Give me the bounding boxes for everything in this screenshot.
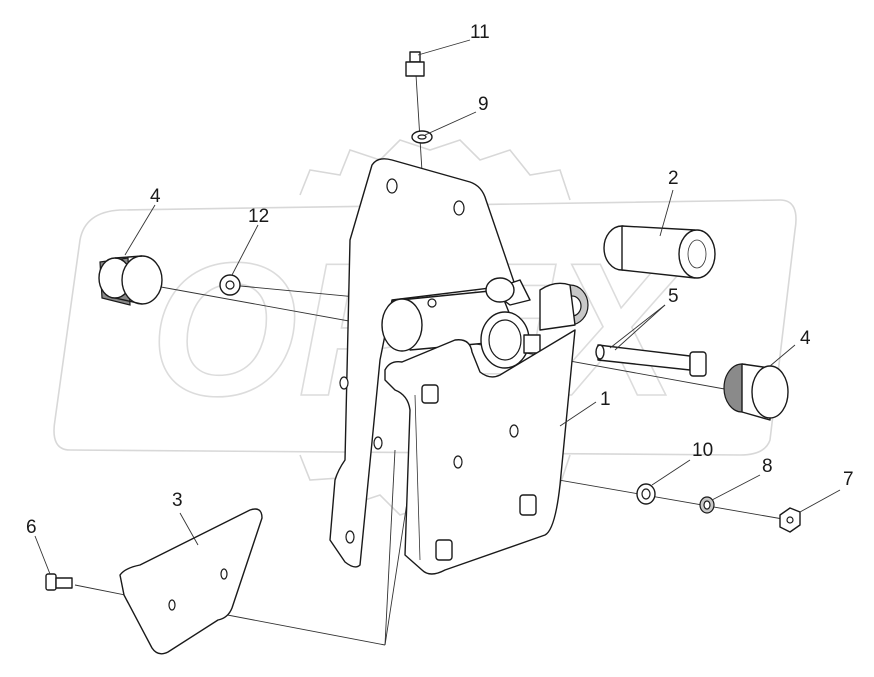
part-10-washer (636, 483, 656, 505)
callout-6: 6 (26, 517, 37, 538)
callout-leaders (34, 39, 841, 575)
part-4-bushing-right (723, 363, 789, 421)
part-8-nut (699, 496, 715, 514)
callout-3: 3 (172, 490, 183, 511)
callout-9: 9 (478, 94, 489, 115)
part-1-front-plate (384, 329, 576, 575)
callout-1: 1 (600, 389, 611, 410)
callout-12: 12 (248, 206, 269, 227)
callout-2: 2 (668, 168, 679, 189)
callout-8: 8 (762, 456, 773, 477)
part-7-nut (779, 507, 801, 533)
part-12-nut (219, 274, 241, 296)
pivot-tube-assembly (381, 277, 589, 369)
callout-11: 11 (470, 22, 490, 43)
callout-10: 10 (692, 440, 713, 461)
callout-labels: 11 9 12 4 2 5 4 1 10 8 7 3 6 (26, 22, 854, 538)
part-2-sleeve (603, 225, 716, 279)
callout-4-left: 4 (150, 186, 161, 207)
part-5-bolt (595, 344, 707, 377)
callout-7: 7 (843, 469, 854, 490)
back-plate (329, 158, 516, 568)
callout-5: 5 (668, 286, 679, 307)
part-11-grease-fitting (405, 51, 425, 77)
callout-4-right: 4 (800, 328, 811, 349)
part-3-triangular-plate (119, 508, 263, 655)
part-4-bushing-left (98, 255, 163, 306)
part-6-pin (45, 573, 73, 591)
